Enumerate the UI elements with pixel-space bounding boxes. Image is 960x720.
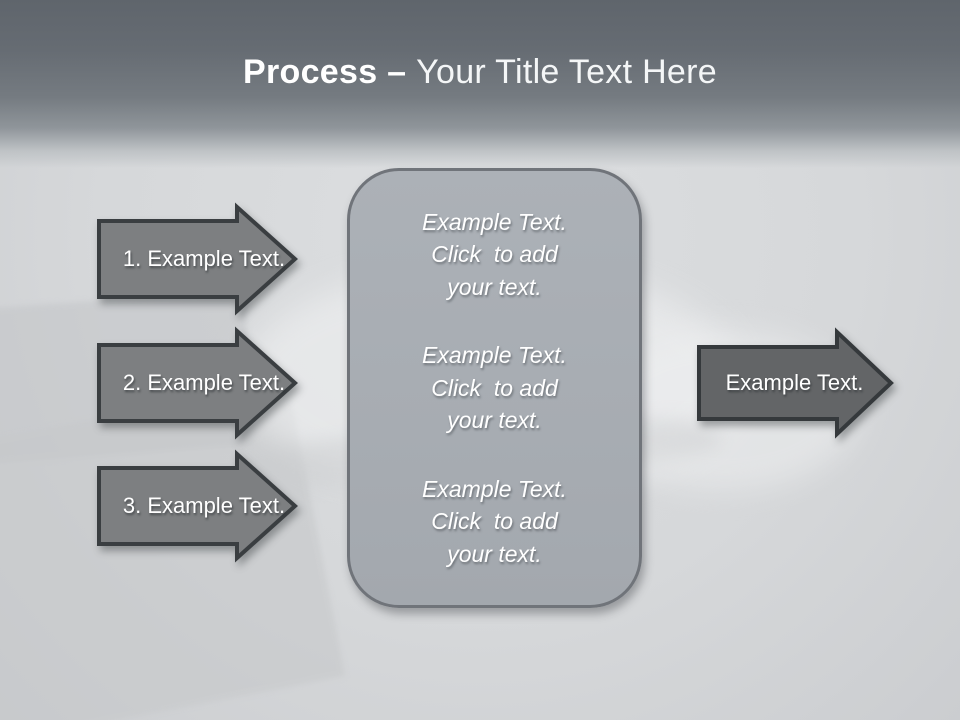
right-arrow-shape-icon [97,326,298,440]
output-arrow[interactable]: Example Text. [697,327,895,439]
block1-line3: your text. [447,273,542,300]
title-header-band [0,0,960,168]
title-separator: – [377,53,417,91]
right-arrow-shape-icon [97,202,298,316]
process-arrow-2-label: 2. Example Text. [122,370,286,395]
process-arrow-1[interactable]: 1. Example Text. [97,202,299,316]
block3-line1: Example Text. [422,475,567,502]
block1-line2: Click to add [431,241,558,268]
block3-line2: Click to add [431,508,558,535]
title-keyword: Process [243,53,378,91]
title-placeholder-text: Your Title Text Here [416,53,717,91]
block1-line1: Example Text. [422,208,567,235]
center-text-block-2[interactable]: Example Text. Click to add your text. [368,339,621,437]
process-arrow-2[interactable]: 2. Example Text. [97,326,299,440]
right-arrow-shape-icon [97,449,298,563]
right-arrow-shape-icon [697,327,894,439]
block2-line3: your text. [447,407,542,434]
process-arrow-3-label: 3. Example Text. [122,493,286,518]
block3-line3: your text. [447,540,542,567]
center-text-block-1[interactable]: Example Text. Click to add your text. [368,206,621,304]
block2-line2: Click to add [431,374,558,401]
output-arrow-label: Example Text. [725,370,864,395]
center-text-block-3[interactable]: Example Text. Click to add your text. [368,473,621,571]
slide-title[interactable]: Process – Your Title Text Here [0,50,960,94]
process-arrow-3[interactable]: 3. Example Text. [97,449,299,563]
center-text-box[interactable]: Example Text. Click to add your text. Exam… [347,168,642,608]
block2-line1: Example Text. [422,342,567,369]
process-arrow-1-label: 1. Example Text. [122,246,286,271]
